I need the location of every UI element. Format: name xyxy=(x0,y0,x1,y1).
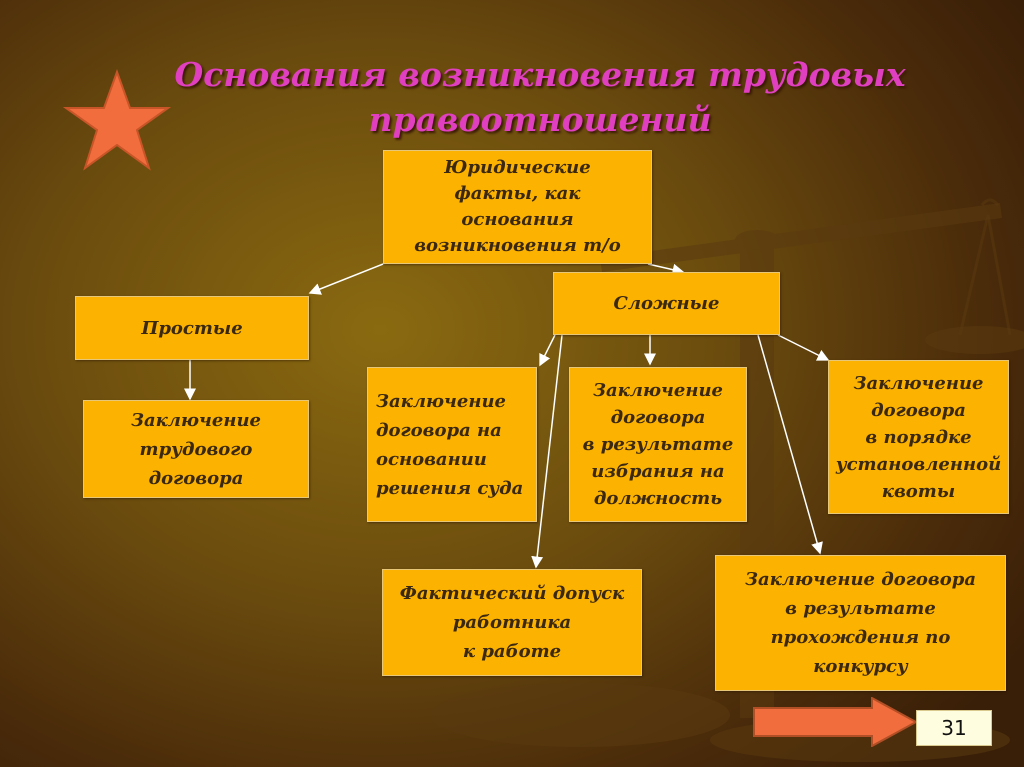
right-arrow-icon xyxy=(753,697,918,747)
complex-child-admission: Фактический допуск работника к работе xyxy=(382,569,642,676)
simple-child-box: Заключение трудового договора xyxy=(83,400,309,498)
root-box: Юридические факты, как основания возникн… xyxy=(383,150,652,264)
simple-box: Простые xyxy=(75,296,309,360)
complex-child-election: Заключение договора в результате избрани… xyxy=(569,367,747,522)
star-icon xyxy=(62,69,172,171)
slide-title: Основания возникновения трудовых правоот… xyxy=(174,55,906,139)
page-number: 31 xyxy=(916,710,992,746)
next-slide-button[interactable] xyxy=(752,697,918,747)
complex-child-quota: Заключение договора в порядке установлен… xyxy=(828,360,1009,514)
complex-child-court: Заключение договора на основании решения… xyxy=(367,367,537,522)
complex-child-competition: Заключение договора в результате прохожд… xyxy=(715,555,1006,691)
complex-box: Сложные xyxy=(553,272,780,335)
